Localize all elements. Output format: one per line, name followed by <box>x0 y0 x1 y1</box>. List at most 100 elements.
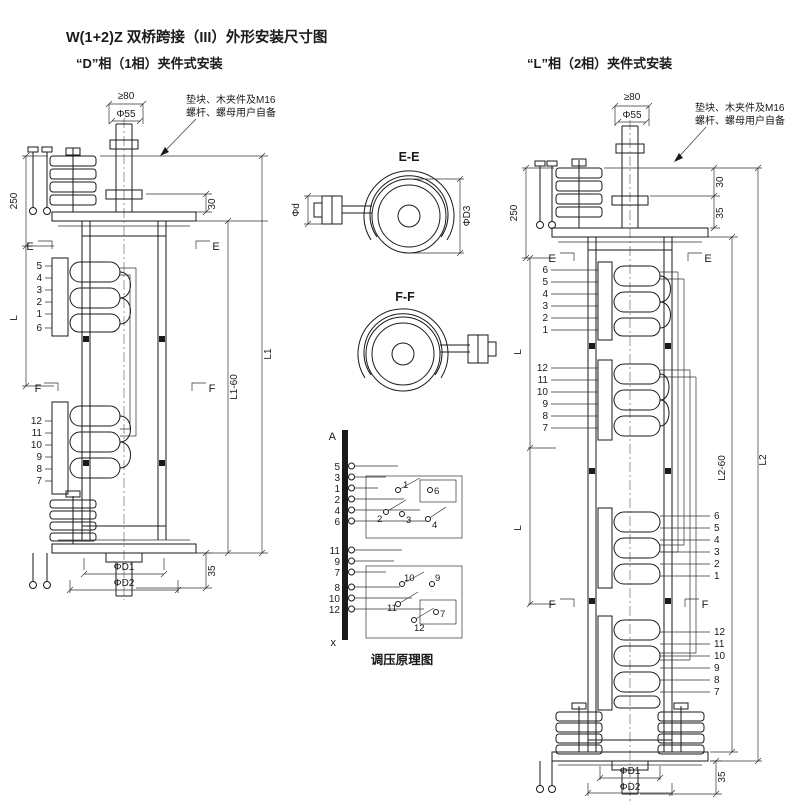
right-note-line2: 螺杆、螺母用户自备 <box>695 114 785 127</box>
dim-d3: ΦD3 <box>462 205 473 226</box>
left-winding-lower <box>51 401 131 495</box>
bridge-tube <box>120 267 137 437</box>
right-dim-d2: ΦD2 <box>620 782 641 793</box>
clamp-bolt-nut <box>65 490 81 498</box>
terminal-dot <box>348 495 355 503</box>
contact-dot <box>399 581 405 587</box>
right-note-line1: 垫块、木夹件及M16 <box>695 101 785 114</box>
contact-dot <box>425 516 431 522</box>
right-top-clamp-plate <box>551 227 709 238</box>
section-ee: E-E Φd ΦD3 <box>291 150 473 257</box>
left-dim-30: 30 <box>207 198 218 210</box>
tap-label: 9 <box>714 663 720 674</box>
tie-bolt-end <box>536 785 544 793</box>
tap-label: 6 <box>36 323 42 334</box>
left-dim-l1-60-lines <box>196 217 268 557</box>
right-dim-30-lines <box>604 164 762 200</box>
right-top-stud-flange <box>611 195 649 206</box>
contact-label: 1 <box>403 480 408 491</box>
right-dim-stud-lines <box>614 118 650 126</box>
tap-leads <box>551 367 598 429</box>
right-taps-group2: 12 11 10 9 8 7 <box>537 363 598 434</box>
right-view: ≥80 Φ55 垫块、木夹件及M16 螺杆、螺母用户自备 30 3 <box>509 92 785 802</box>
winding-loop <box>613 291 661 313</box>
tap-leads <box>660 631 710 693</box>
rail-clamp-bolt <box>665 343 671 349</box>
schematic-caption: 调压原理图 <box>371 653 434 667</box>
section-outer-circle <box>371 178 447 254</box>
rail-clamp-bolt <box>665 598 671 604</box>
tap-label: 12 <box>537 363 549 374</box>
contact-label: 9 <box>435 573 440 584</box>
rail-clamp-bolt <box>159 336 165 342</box>
tap-label: 3 <box>36 285 42 296</box>
terminal-dot <box>348 557 355 565</box>
left-note-leader <box>161 118 197 155</box>
right-dim-l2-60: L2-60 <box>717 455 728 481</box>
contact-label: 11 <box>387 603 397 614</box>
tie-bolt-nut <box>546 160 558 167</box>
left-dim-min-width: ≥80 <box>118 91 135 102</box>
tie-bolt-nut <box>534 160 546 167</box>
tap-label: 7 <box>36 476 42 487</box>
section-core <box>397 204 421 228</box>
tap-label: 12 <box>714 627 726 638</box>
tie-bolt-end <box>29 581 37 589</box>
right-dim-30: 30 <box>715 176 726 188</box>
tap-label: 3 <box>542 301 548 312</box>
left-dim-35-lines <box>136 549 212 592</box>
tap-leads <box>45 420 52 482</box>
winding-loop <box>69 457 121 479</box>
contact-dot <box>395 601 401 607</box>
terminal-dot <box>348 517 355 525</box>
tap-label: 9 <box>542 399 548 410</box>
right-taps-group1: 6 5 4 3 2 1 <box>542 265 598 336</box>
left-dim-l1-lines <box>100 152 268 557</box>
tap-label: 5 <box>542 277 548 288</box>
tap-label: 1 <box>542 325 548 336</box>
left-dim-stud-lines <box>108 117 144 125</box>
left-dim-min-width-lines <box>105 100 147 124</box>
tap-label: 4 <box>714 535 720 546</box>
terminal-label: 5 <box>334 462 340 473</box>
left-winding-upper <box>51 257 137 437</box>
right-frame-rails <box>587 237 673 752</box>
terminal-dot <box>348 484 355 492</box>
terminal-dot <box>348 568 355 576</box>
right-section-mark-f-left-bracket <box>560 598 575 607</box>
terminal-label: 11 <box>330 546 341 557</box>
right-dim-35-bottom: 35 <box>717 771 728 783</box>
tap-label: 8 <box>714 675 720 686</box>
right-bottom-clamp <box>536 702 709 795</box>
dim-d: Φd <box>291 203 302 217</box>
terminal-label: 4 <box>334 506 340 517</box>
winding-loop <box>613 563 661 585</box>
contact-label: 3 <box>406 515 411 526</box>
upper-switch-box <box>365 475 463 539</box>
clamp-bolts <box>578 706 682 752</box>
right-dim-35-top-lines <box>710 196 720 232</box>
right-winding-c <box>597 507 661 589</box>
winding-core <box>597 359 613 441</box>
right-dim-d2-lines <box>584 783 676 797</box>
winding-core <box>51 257 69 337</box>
terminal-dot <box>348 462 355 470</box>
bridge-tube-ac <box>660 271 685 553</box>
tap-label: 8 <box>542 411 548 422</box>
bridge-tube-bd <box>660 369 697 661</box>
terminal-label: 3 <box>334 473 340 484</box>
tap-label: 11 <box>32 428 43 439</box>
right-section-mark-e-right-bracket <box>687 252 702 261</box>
left-section-mark-f-right-bracket <box>191 382 206 391</box>
right-dim-l2: L2 <box>758 454 769 466</box>
right-bottom-stud <box>621 770 639 795</box>
right-dim-min-width: ≥80 <box>624 92 641 103</box>
terminal-dot <box>348 506 355 514</box>
right-dim-d1-lines <box>596 766 664 782</box>
winding-loop <box>69 287 121 309</box>
left-section-mark-e-right-bracket <box>195 240 210 249</box>
tie-bolt-end <box>43 207 51 215</box>
right-dim-l-lower-lines <box>526 448 556 608</box>
right-dim-250: 250 <box>509 204 520 221</box>
right-top-clamp-stack <box>534 158 603 229</box>
